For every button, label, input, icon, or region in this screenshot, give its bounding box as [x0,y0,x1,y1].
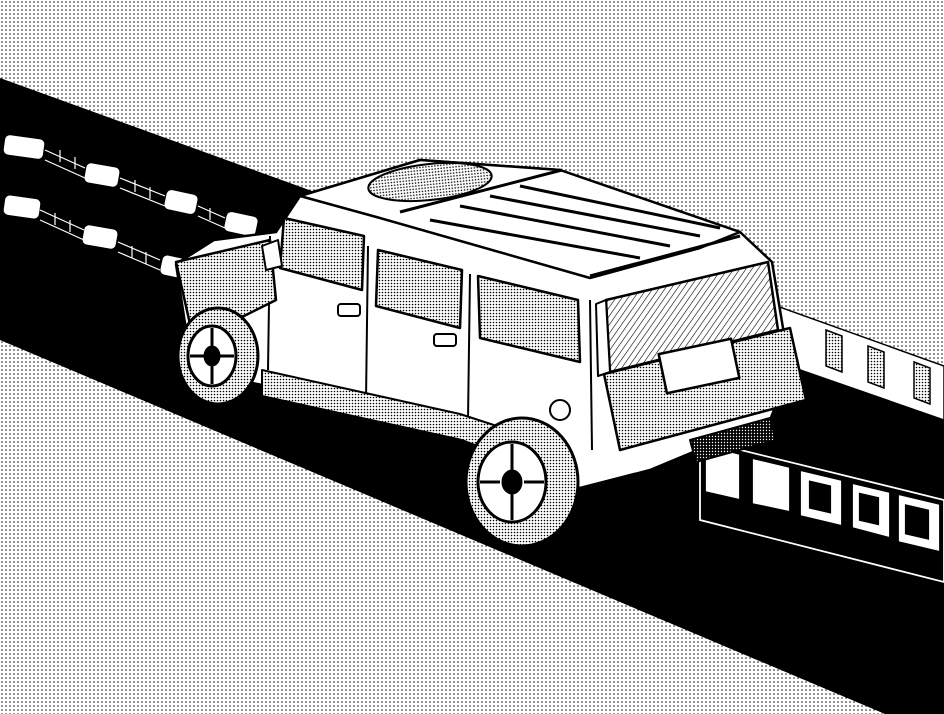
suv-sunroof [367,161,493,203]
rear-beam-lower [699,438,944,583]
door-handle-front [337,303,361,317]
rear-sensor-beams [699,298,944,583]
spare-step [689,417,777,463]
front-fender [174,238,278,326]
front-sensor-beams [3,135,258,279]
front-wheel [176,306,260,406]
rear-beam-upper [759,298,944,421]
front-beam-upper [3,135,258,236]
side-mirror [261,239,283,271]
side-window-middle [374,248,464,330]
license-plate [657,337,741,395]
suv-vehicle [174,158,808,548]
side-window-front [278,216,366,292]
roof-rack [399,168,741,278]
side-window-rear [476,274,582,364]
fuel-cap [549,399,571,421]
tail-light-left [595,299,611,377]
door-handle-rear [433,333,457,347]
rear-wheel [464,416,580,548]
